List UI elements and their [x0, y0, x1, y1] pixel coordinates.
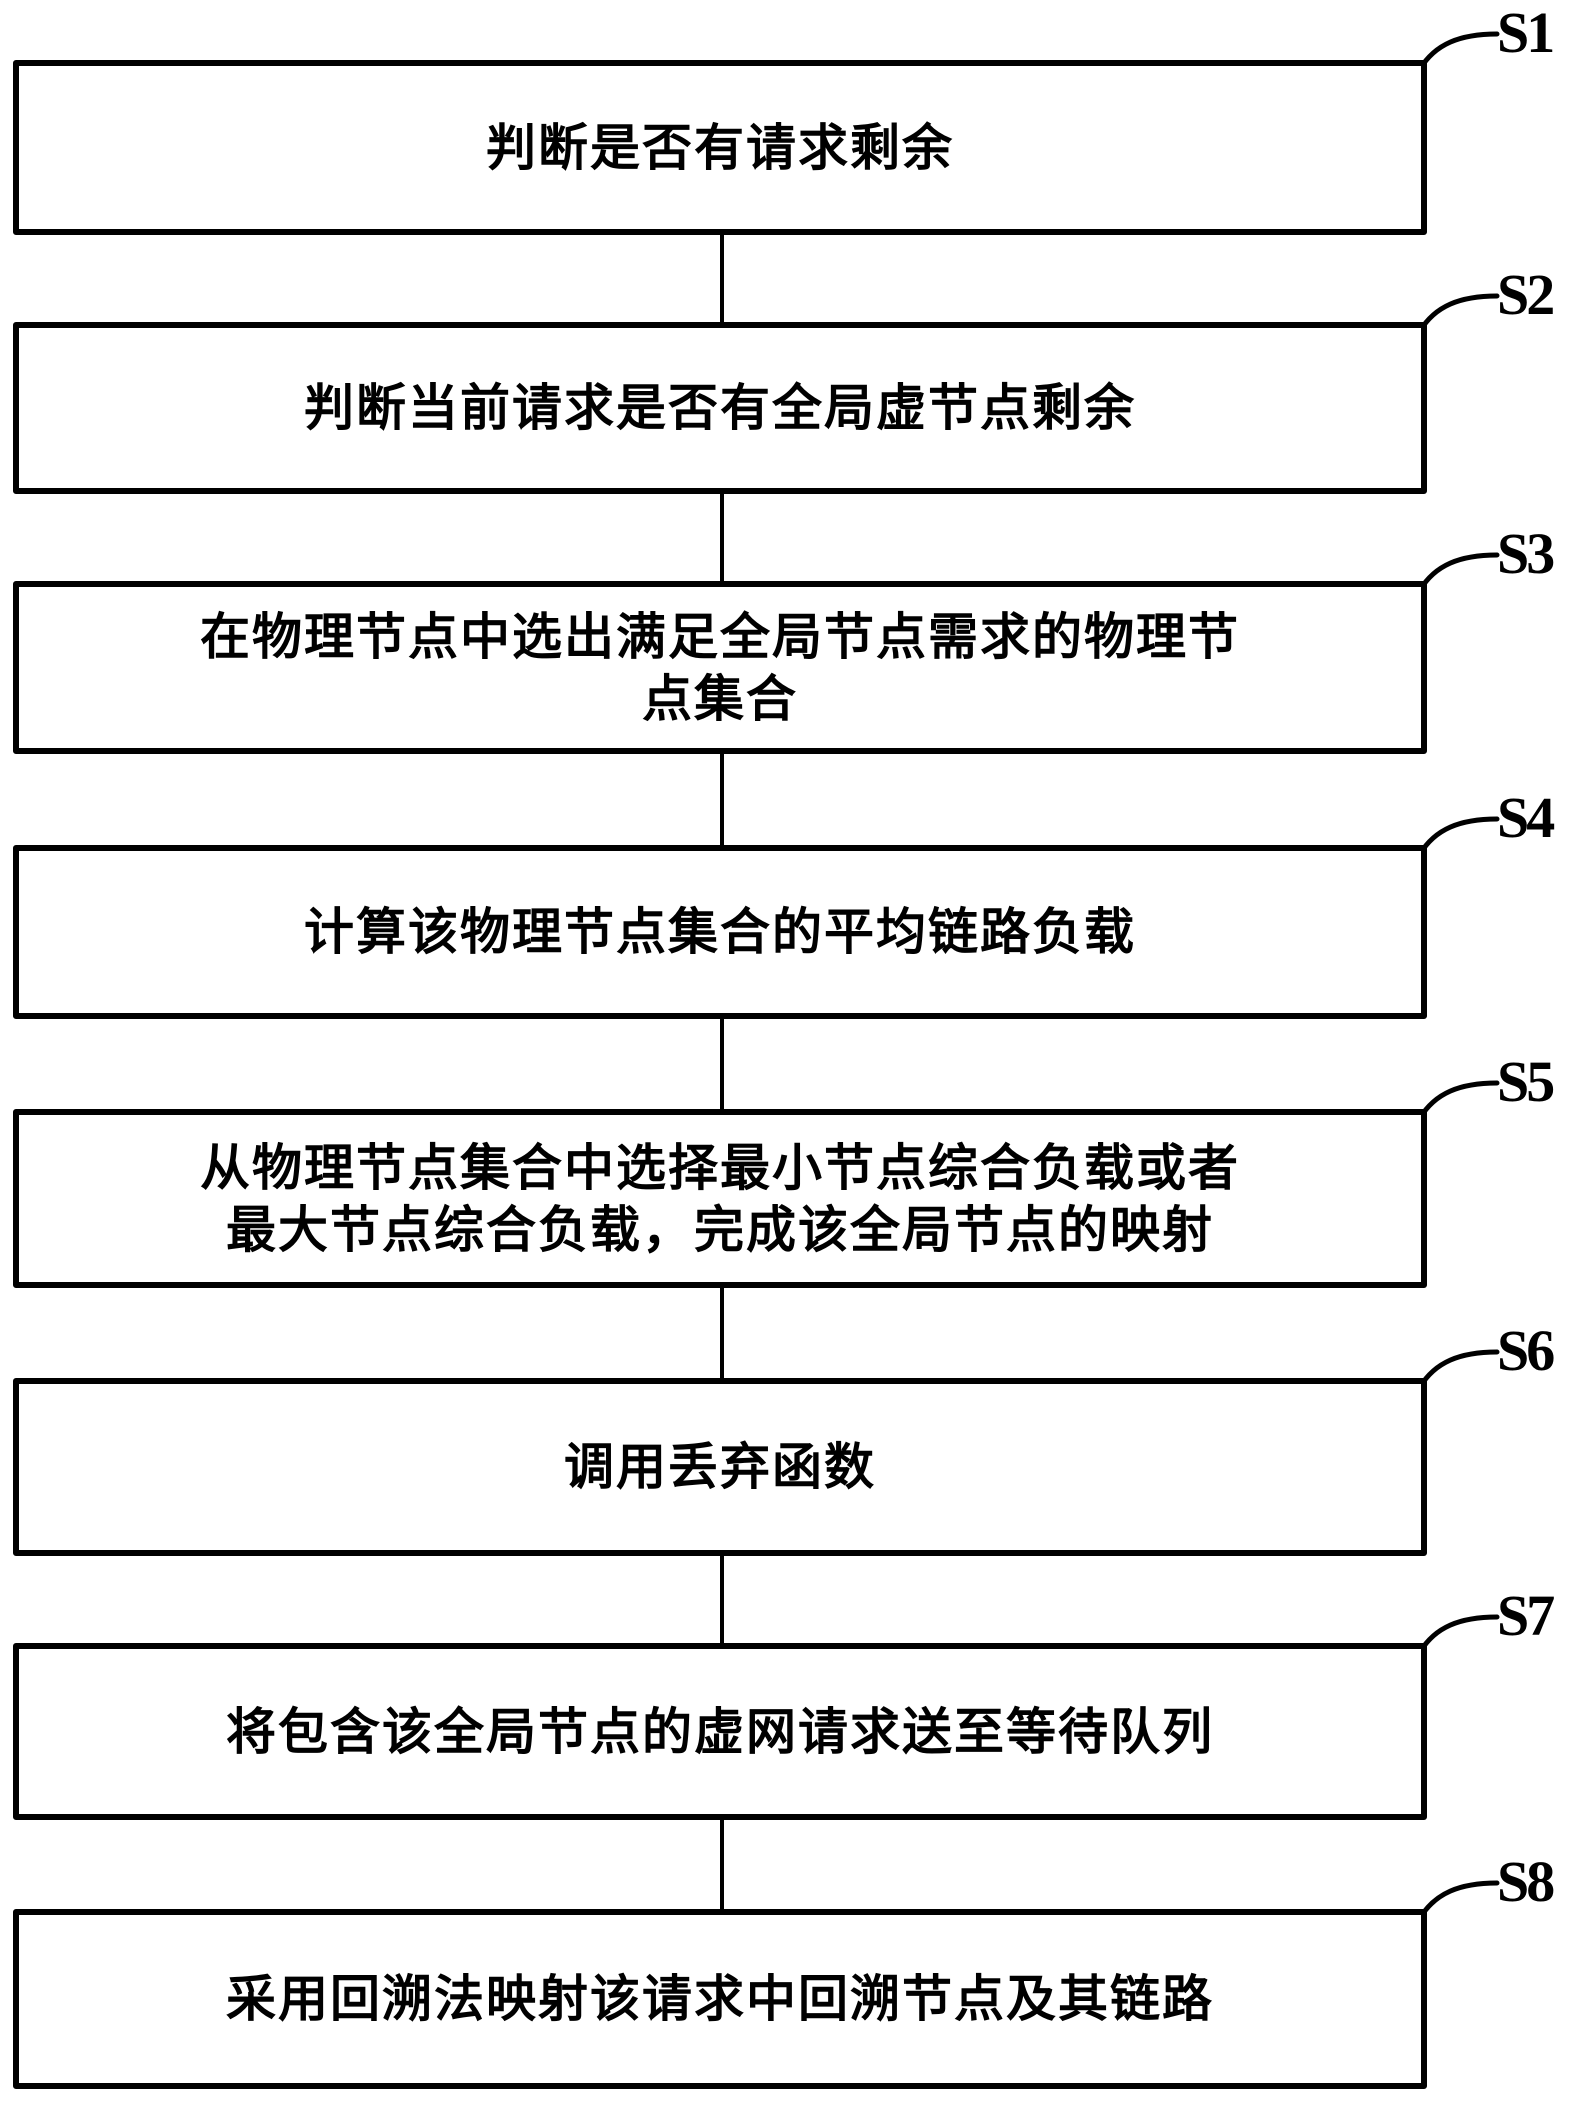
step-box-s2: 判断当前请求是否有全局虚节点剩余	[13, 322, 1427, 494]
connector-s7-s8	[720, 1820, 724, 1909]
step-box-s3: 在物理节点中选出满足全局节点需求的物理节 点集合	[13, 581, 1427, 754]
step-label-s3: S3	[1497, 521, 1555, 586]
connector-s3-s4	[720, 754, 724, 845]
step-text: 将包含该全局节点的虚网请求送至等待队列	[226, 1702, 1214, 1761]
step-text: 从物理节点集合中选择最小节点综合负载或者 最大节点综合负载，完成该全局节点的映射	[200, 1138, 1240, 1259]
step-text: 调用丢弃函数	[564, 1438, 876, 1496]
step-label-s2: S2	[1497, 262, 1555, 327]
step-label-s4: S4	[1497, 785, 1555, 850]
step-label-s1: S1	[1497, 0, 1555, 65]
connector-s5-s6	[720, 1288, 724, 1378]
step-box-s1: 判断是否有请求剩余	[13, 60, 1427, 235]
step-box-s7: 将包含该全局节点的虚网请求送至等待队列	[13, 1643, 1427, 1820]
step-text: 采用回溯法映射该请求中回溯节点及其链路	[226, 1970, 1214, 2028]
connector-s6-s7	[720, 1556, 724, 1643]
connector-s4-s5	[720, 1019, 724, 1109]
step-label-s6: S6	[1497, 1318, 1555, 1383]
step-box-s8: 采用回溯法映射该请求中回溯节点及其链路	[13, 1909, 1427, 2089]
step-box-s5: 从物理节点集合中选择最小节点综合负载或者 最大节点综合负载，完成该全局节点的映射	[13, 1109, 1427, 1288]
step-label-s5: S5	[1497, 1049, 1555, 1114]
step-label-s7: S7	[1497, 1583, 1555, 1648]
step-label-s8: S8	[1497, 1849, 1555, 1914]
step-box-s6: 调用丢弃函数	[13, 1378, 1427, 1556]
step-text: 计算该物理节点集合的平均链路负载	[304, 903, 1136, 961]
step-text: 判断当前请求是否有全局虚节点剩余	[304, 379, 1136, 437]
step-text: 在物理节点中选出满足全局节点需求的物理节 点集合	[200, 607, 1240, 728]
connector-s1-s2	[720, 235, 724, 322]
step-box-s4: 计算该物理节点集合的平均链路负载	[13, 845, 1427, 1019]
connector-s2-s3	[720, 494, 724, 581]
step-text: 判断是否有请求剩余	[486, 118, 954, 177]
